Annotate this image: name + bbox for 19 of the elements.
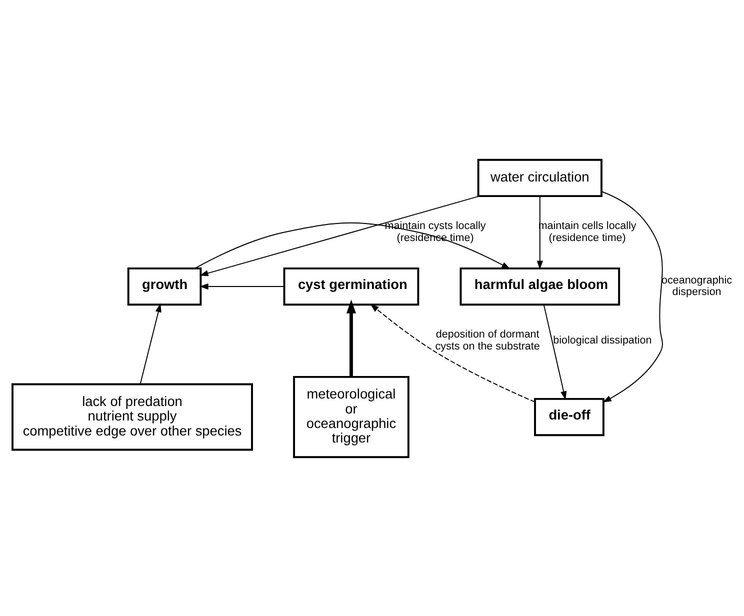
arrow [543, 304, 567, 400]
node-box: meteorological or oceanographic trigger [293, 375, 410, 458]
arrow [601, 190, 663, 402]
arrow [536, 195, 543, 270]
arrow [370, 303, 536, 402]
edge-label: deposition of dormant cysts on the substrate [435, 328, 540, 352]
arrow [140, 302, 162, 384]
node-box: lack of predation nutrient supply competitive edge over other species [12, 382, 253, 450]
arrow [194, 222, 510, 269]
node-box: water circulation [477, 158, 602, 197]
arrow [200, 282, 285, 290]
node-box: harmful algae bloom [460, 266, 620, 306]
node-box: growth [127, 266, 202, 306]
arrow [199, 195, 480, 276]
arrow [346, 299, 356, 376]
edge-label: biological dissipation [553, 334, 652, 346]
edge-label: oceanographic dispersion [662, 274, 732, 298]
node-box: die-off [534, 397, 604, 436]
node-box: cyst germination [283, 266, 420, 306]
